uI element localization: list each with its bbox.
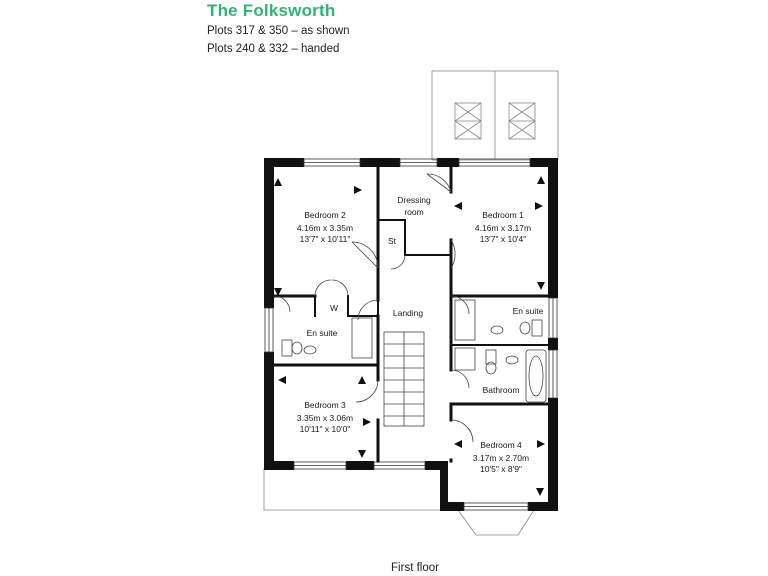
windows [264, 158, 558, 511]
bedroom1-metric: 4.16m x 3.17m [475, 223, 531, 233]
bedroom4-metric: 3.17m x 2.70m [473, 453, 529, 463]
bedroom3-name: Bedroom 3 [304, 400, 346, 410]
bedroom3-metric: 3.35m x 3.06m [297, 413, 353, 423]
bedroom4-name: Bedroom 4 [480, 440, 522, 450]
plots-handed: Plots 240 & 332 – handed [207, 43, 340, 55]
store-label: St [388, 236, 397, 246]
bathroom-label: Bathroom [483, 385, 520, 395]
landing-label: Landing [393, 308, 424, 318]
dressing-label-1: Dressing [397, 195, 431, 205]
bedroom1-imperial: 13'7" x 10'4" [480, 234, 527, 244]
bedroom3-imperial: 10'11" x 10'0" [300, 424, 351, 434]
dimension-arrows [274, 176, 545, 496]
dressing-label-2: room [404, 207, 423, 217]
porch-roof [263, 468, 535, 536]
staircase [383, 331, 425, 427]
bedroom2-metric: 4.16m x 3.35m [297, 223, 353, 233]
doors [273, 173, 474, 443]
bedroom1-name: Bedroom 1 [482, 210, 524, 220]
bedroom4-imperial: 10'5" x 8'9" [480, 464, 522, 474]
room-labels: Bedroom 2 4.16m x 3.35m 13'7" x 10'11" D… [297, 195, 544, 474]
plots-as-shown: Plots 317 & 350 – as shown [207, 25, 350, 37]
fixtures [281, 299, 547, 403]
floor-caption: First floor [391, 562, 439, 574]
bedroom2-imperial: 13'7" x 10'11" [300, 234, 351, 244]
roof-lights [431, 70, 559, 161]
ensuite-left-label: En suite [307, 328, 338, 338]
bedroom2-name: Bedroom 2 [304, 210, 346, 220]
outer-walls [264, 158, 558, 511]
ensuite-right-label: En suite [513, 306, 544, 316]
plan-title: The Folksworth [207, 1, 336, 20]
wardrobe-label: W [330, 303, 338, 313]
